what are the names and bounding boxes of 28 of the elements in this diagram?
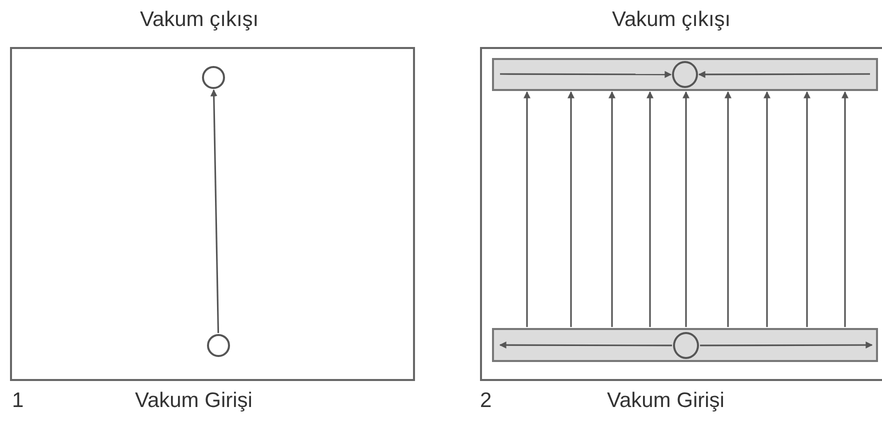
flow-arrow [568, 91, 574, 327]
figure-number: 1 [12, 389, 24, 413]
flow-arrow [608, 91, 616, 327]
mold-panel [480, 47, 882, 381]
flow-arrow [500, 70, 672, 78]
flow-arrow [842, 91, 848, 327]
port-label: Vakum Girişi [135, 389, 252, 413]
flow-arrow [646, 91, 654, 327]
flow-arrow [804, 91, 810, 327]
flow-arrow [764, 91, 770, 327]
flow-arrow [724, 91, 732, 327]
flow-arrow [524, 91, 530, 327]
flow-arrow [210, 89, 220, 334]
flow-arrow [700, 342, 873, 349]
port-circle [672, 61, 698, 88]
port-circle [207, 334, 230, 357]
flow-arrow [682, 91, 690, 327]
channel-bar [492, 58, 878, 91]
mold-panel [10, 47, 415, 381]
flow-arrow [499, 342, 672, 349]
port-label: Vakum Girişi [607, 389, 724, 413]
channel-bar [492, 328, 878, 362]
port-circle [202, 66, 225, 89]
port-label: Vakum çıkışı [140, 8, 259, 32]
port-label: Vakum çıkışı [612, 8, 731, 32]
flow-arrow [698, 70, 870, 78]
figure-number: 2 [480, 389, 492, 413]
port-circle [673, 332, 699, 359]
